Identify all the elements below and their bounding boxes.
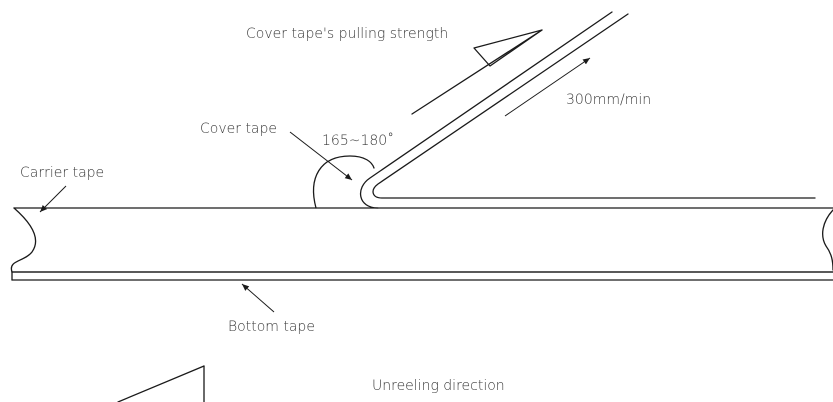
carrier-tape-leader-arrow xyxy=(39,185,67,213)
angle-arc xyxy=(312,155,375,209)
angle-label: 165~180˚ xyxy=(322,132,394,149)
carrier-tape-label: Carrier tape xyxy=(20,165,104,181)
cover-tape-leader-arrow xyxy=(289,131,353,181)
carrier-tape-right-break xyxy=(822,209,833,271)
cover-tape-label: Cover tape xyxy=(200,121,277,137)
speed-arrow xyxy=(504,57,591,117)
unreeling-direction-indicator xyxy=(117,365,205,402)
cover-tape xyxy=(360,11,816,209)
pulling-strength-label: Cover tape's pulling strength xyxy=(246,26,448,42)
cover-tape-outer xyxy=(360,11,613,209)
unreeling-direction-label: Unreeling direction xyxy=(372,378,505,394)
bottom-tape-leader-arrow xyxy=(241,283,275,313)
carrier-tape-left-break xyxy=(10,207,37,273)
bottom-tape xyxy=(11,271,833,281)
carrier-tape xyxy=(10,207,833,273)
cover-tape-inner xyxy=(372,13,816,199)
bottom-tape-label: Bottom tape xyxy=(228,319,315,335)
speed-label: 300mm/min xyxy=(566,92,651,108)
pulling-strength-indicator xyxy=(411,29,543,115)
